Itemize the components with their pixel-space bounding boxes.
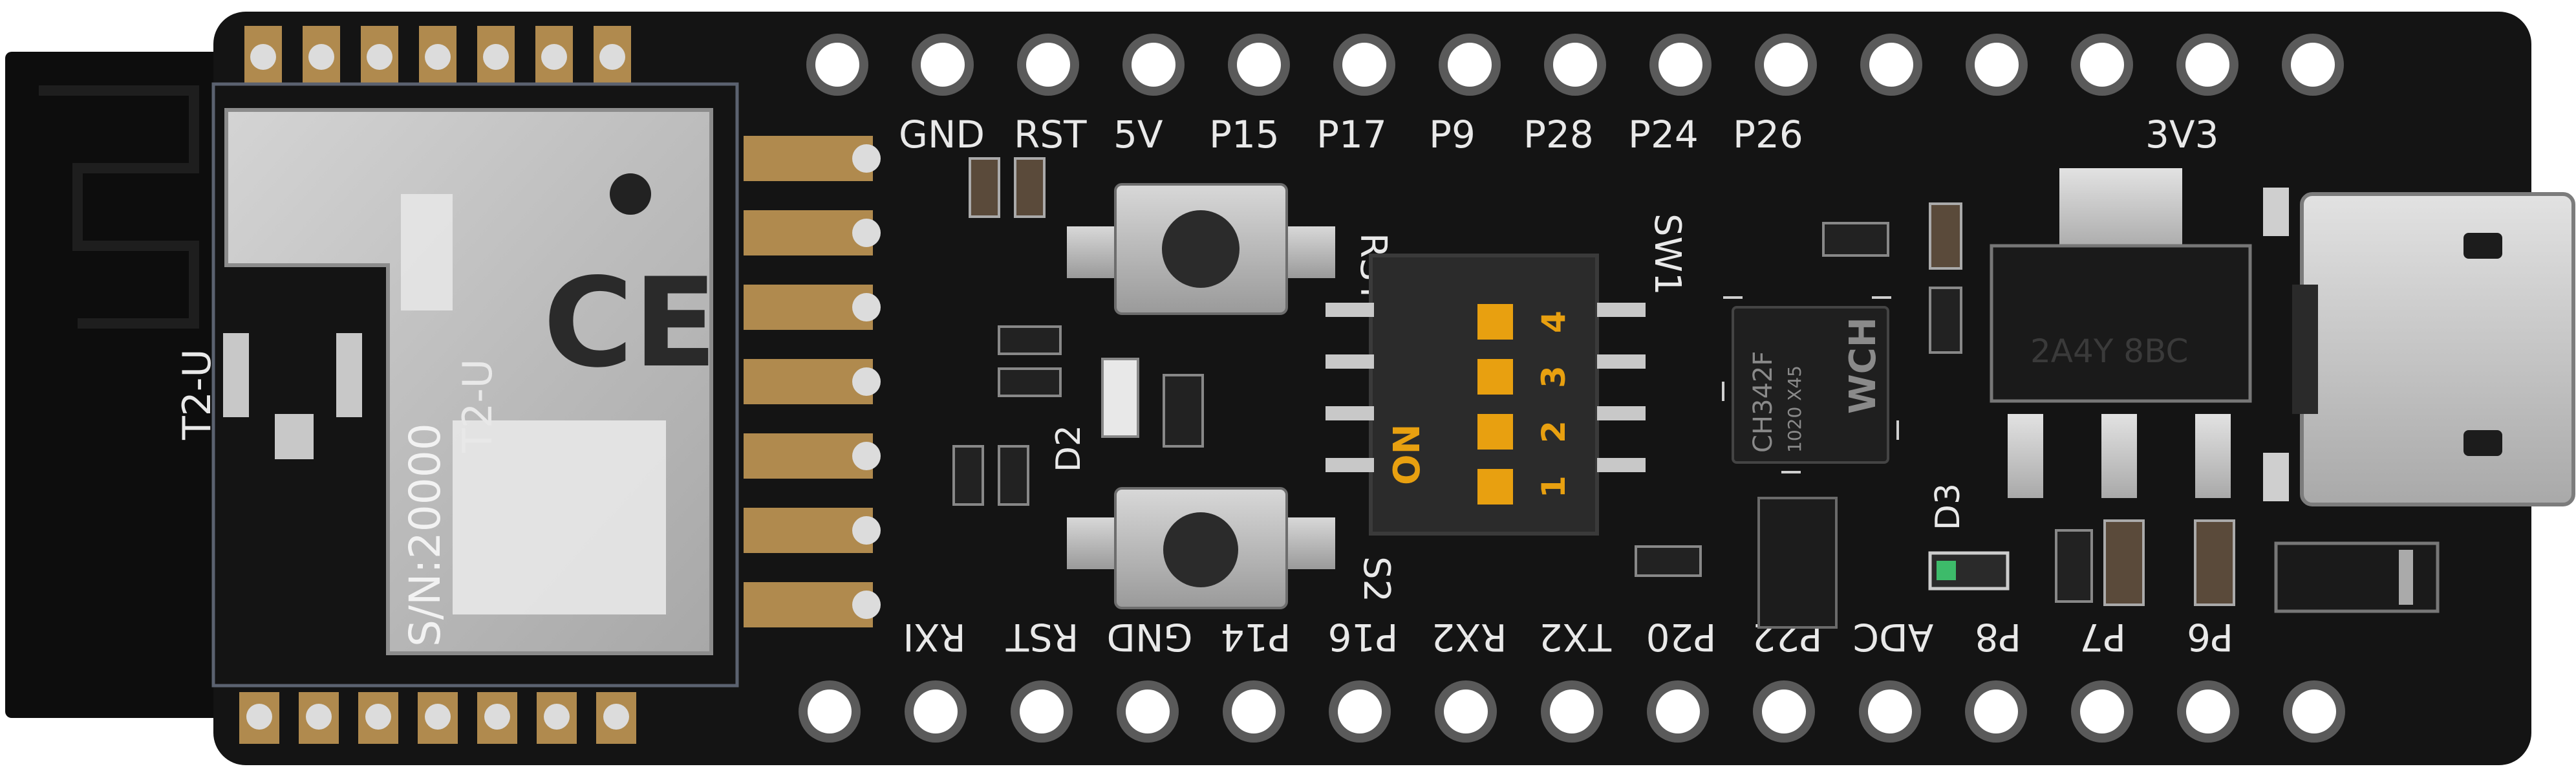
antenna-label: T2-U <box>175 349 220 440</box>
capacitor <box>2055 529 2093 603</box>
capacitor <box>2194 519 2235 606</box>
module-side-castellations <box>744 136 881 627</box>
dip-toggle-1[interactable] <box>1477 469 1513 505</box>
dip-switch[interactable] <box>1326 254 1646 536</box>
chip-code: 1020 X45 <box>1784 365 1805 453</box>
resistor <box>1163 374 1204 448</box>
pin-label-gnd-b: GND <box>1107 615 1193 659</box>
bottom-pin-labels: RXI RST GND P14 P16 RX2 TX2 P20 P22 ADC … <box>903 615 2233 659</box>
pin-label-p26: P26 <box>1733 113 1803 157</box>
capacitor <box>1929 287 1962 354</box>
top-pin-labels: GND RST 5V P15 P17 P9 P28 P24 P26 3V3 <box>899 113 2218 157</box>
led-d2-label: D2 <box>1049 425 1088 472</box>
pin-label-p9: P9 <box>1429 113 1476 157</box>
capacitor <box>1929 202 1962 270</box>
capacitor <box>1822 222 1889 257</box>
pin-label-3v3: 3V3 <box>2145 113 2218 157</box>
micro-usb-port[interactable] <box>2263 188 2575 506</box>
pin-label-adc: ADC <box>1853 615 1934 659</box>
pin-label-p7: P7 <box>2079 615 2126 659</box>
capacitor <box>952 445 984 506</box>
pin-label-tx2: TX2 <box>1539 615 1612 659</box>
blurred-qr-area <box>453 420 666 614</box>
blurred-label-area <box>401 194 453 310</box>
reset-button[interactable] <box>1067 183 1335 315</box>
module-serial-text: S/N:20000 <box>400 423 450 647</box>
dip-toggle-3[interactable] <box>1477 359 1513 395</box>
shield-hole <box>610 173 651 215</box>
antenna-region <box>5 52 264 718</box>
pin-label-rst-b: RST <box>1005 615 1079 659</box>
s2-button-label: S2 <box>1355 556 1397 602</box>
bottom-header-row <box>799 680 2345 743</box>
pin-label-p28: P28 <box>1523 113 1594 157</box>
module-bottom-castellations <box>239 692 636 744</box>
dip-number-2: 2 <box>1535 420 1572 443</box>
dip-number-4: 4 <box>1535 310 1572 333</box>
resistor <box>998 325 1062 355</box>
pin-label-p20: P20 <box>1646 615 1717 659</box>
led-d3-label: D3 <box>1929 483 1968 530</box>
transistor <box>1757 497 1838 629</box>
capacitor <box>1014 157 1046 218</box>
ce-mark: CE <box>543 252 717 395</box>
dip-toggle-4[interactable] <box>1477 304 1513 340</box>
dip-number-3: 3 <box>1535 365 1572 388</box>
pin-label-p8: P8 <box>1975 615 2021 659</box>
capacitor <box>2103 519 2145 606</box>
pin-label-gnd: GND <box>899 113 985 157</box>
s2-button[interactable] <box>1067 487 1335 609</box>
voltage-regulator <box>1990 168 2252 498</box>
pin-label-p17: P17 <box>1316 113 1387 157</box>
resistor <box>1635 545 1702 577</box>
regulator-text: 2A4Y 8BC <box>2030 332 2188 370</box>
capacitor <box>998 445 1029 506</box>
chip-logo: WCH <box>1842 317 1884 414</box>
pin-label-p14: P14 <box>1221 615 1291 659</box>
dip-switch-label: SW1 <box>1646 213 1688 296</box>
module-top-castellations <box>244 26 631 84</box>
dip-on-label: ON <box>1386 424 1428 485</box>
pin-label-p6: P6 <box>2187 615 2233 659</box>
usb-serial-chip <box>1722 296 1899 473</box>
resistor <box>998 367 1062 397</box>
dip-number-1: 1 <box>1535 475 1572 498</box>
pin-label-p16: P16 <box>1328 615 1399 659</box>
pin-label-p15: P15 <box>1209 113 1280 157</box>
led-d2 <box>1101 358 1139 438</box>
capacitor <box>969 157 1000 218</box>
pin-label-rxi: RXI <box>903 615 965 659</box>
diode <box>2274 541 2440 613</box>
pin-label-5v: 5V <box>1113 113 1163 157</box>
chip-name: CH342F <box>1748 351 1778 453</box>
pin-label-p24: P24 <box>1628 113 1699 157</box>
top-header-row <box>806 34 2344 96</box>
pin-label-rst: RST <box>1014 113 1087 157</box>
pin-label-rx2: RX2 <box>1432 615 1507 659</box>
dip-toggle-2[interactable] <box>1477 414 1513 450</box>
